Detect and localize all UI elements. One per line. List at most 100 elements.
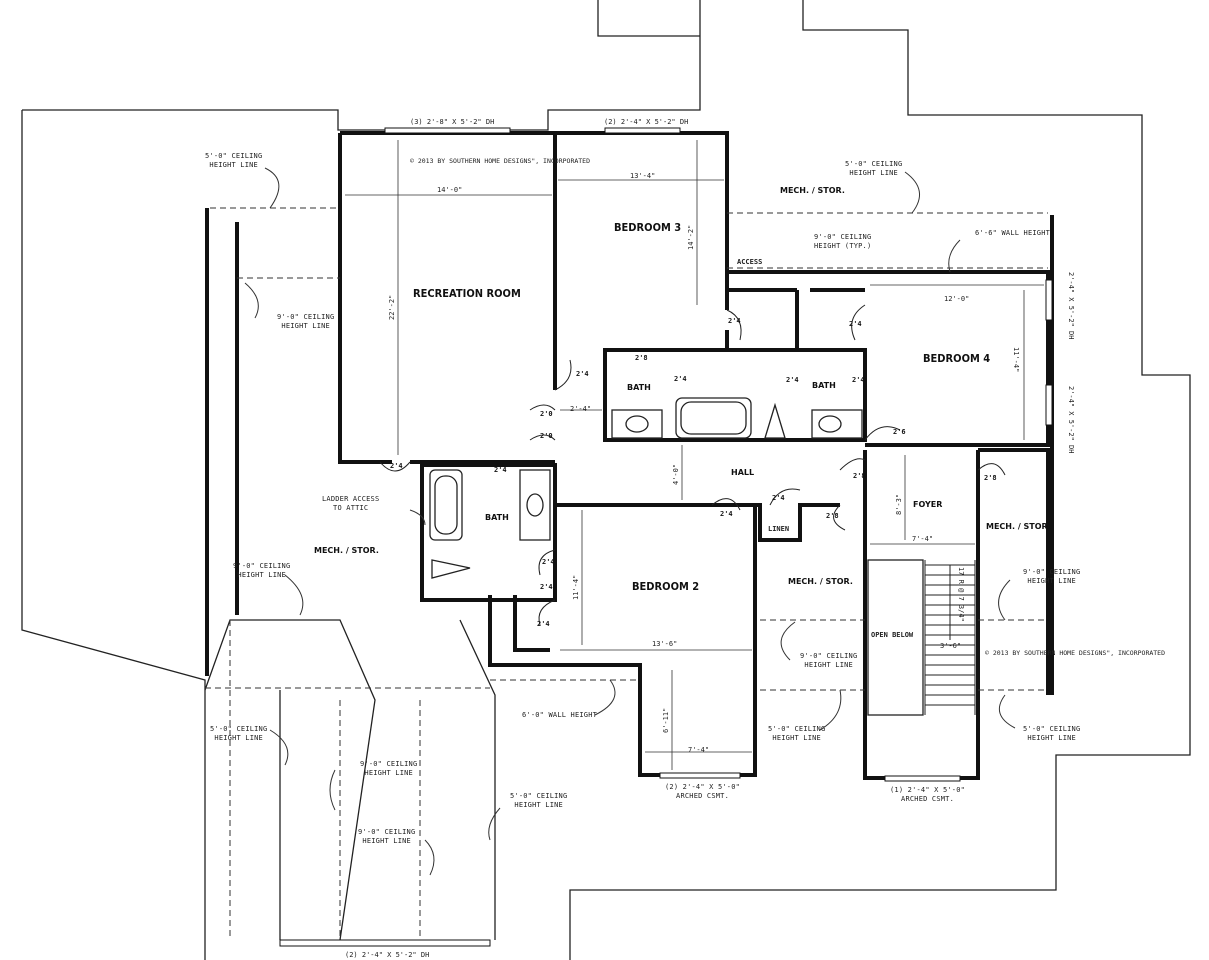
door-label-5: 2'0 bbox=[540, 410, 553, 418]
bed4-walls bbox=[865, 270, 1050, 447]
window-label-foyer: (1) 2'-4" X 5'-0" ARCHED CSMT. bbox=[890, 786, 966, 803]
leader-5 bbox=[284, 574, 304, 616]
door-label-6: 2'0 bbox=[540, 432, 553, 440]
leader-15 bbox=[424, 839, 435, 876]
toilet-lower bbox=[431, 559, 471, 579]
dim-label-stair-w: 3'-6" bbox=[940, 642, 962, 650]
dim-label-alcove-h: 6'-11" bbox=[662, 707, 670, 733]
room-bedroom-2: BEDROOM 2 bbox=[632, 580, 700, 593]
note-ceil5-br: 5'-0" CEILING HEIGHT LINE bbox=[1023, 725, 1081, 742]
dim-label-bed3-h: 14'-2" bbox=[687, 224, 695, 250]
window-label-rec: (3) 2'-8" X 5'-2" DH bbox=[410, 118, 495, 126]
toilet-center bbox=[764, 402, 786, 439]
dim-label-hall-h: 4'-0" bbox=[672, 463, 680, 485]
ceil-line-bottom bbox=[205, 679, 640, 689]
note-ceil5-mid: 5'-0" CEILING HEIGHT LINE bbox=[768, 725, 826, 742]
vanity-right bbox=[811, 409, 863, 439]
vanity-left bbox=[611, 409, 663, 439]
dim-label-foyer-w: 7'-4" bbox=[912, 535, 934, 543]
room-mech-left: MECH. / STOR. bbox=[314, 546, 379, 555]
room-hall: HALL bbox=[731, 468, 755, 477]
sink-right bbox=[818, 415, 842, 433]
leader-11 bbox=[819, 689, 842, 731]
door-swing-12 bbox=[769, 488, 801, 506]
door-label-4: 2'4 bbox=[849, 320, 862, 328]
dim-label-bath-w: 2'-4" bbox=[570, 405, 592, 413]
note-ceil5-topright: 5'-0" CEILING HEIGHT LINE bbox=[845, 160, 903, 177]
door-label-3: 2'4 bbox=[728, 317, 741, 325]
leader-7 bbox=[998, 579, 1011, 621]
door-swing-9 bbox=[977, 463, 1006, 476]
door-label-8: 2'4 bbox=[786, 376, 799, 384]
roof-hip-left bbox=[204, 619, 376, 941]
leader-1 bbox=[264, 167, 280, 209]
door-swing-4 bbox=[851, 304, 866, 341]
closet-walls bbox=[727, 270, 865, 350]
door-label-16: 2'8 bbox=[984, 474, 997, 482]
tub-left-bath bbox=[429, 469, 463, 541]
hall-walls bbox=[553, 465, 840, 542]
sink-left bbox=[625, 415, 649, 433]
dim-label-bed4-w: 12'-0" bbox=[944, 295, 970, 303]
dim-label-alcove-w: 7'-4" bbox=[688, 746, 710, 754]
window-foyer-bot bbox=[884, 775, 961, 782]
window-bed2-bot bbox=[659, 772, 741, 779]
note-wall6-top: 6'-6" WALL HEIGHT bbox=[975, 229, 1051, 237]
window-label-bed4-a: 2'-4" X 5'-2" DH bbox=[1067, 272, 1075, 340]
note-ceil5-bl: 5'-0" CEILING HEIGHT LINE bbox=[210, 725, 268, 742]
door-label-11: 2'4 bbox=[494, 466, 507, 474]
door-swing-10 bbox=[711, 498, 741, 511]
note-ceil9-typ: 9'-0" CEILING HEIGHT (TYP.) bbox=[814, 233, 872, 250]
leader-12 bbox=[998, 694, 1016, 729]
sink-lower bbox=[526, 493, 544, 517]
door-label-19: 2'4 bbox=[772, 494, 785, 502]
leader-4 bbox=[948, 239, 961, 273]
note-ceil9-bot1: 9'-0" CEILING HEIGHT LINE bbox=[360, 760, 418, 777]
vanity-lower bbox=[519, 469, 551, 541]
door-swing-8 bbox=[839, 458, 866, 471]
bed3-walls bbox=[555, 131, 729, 350]
door-label-17: 2'4 bbox=[720, 510, 733, 518]
note-ceil5-topleft: 5'-0" CEILING HEIGHT LINE bbox=[205, 152, 263, 169]
door-swing-6 bbox=[529, 434, 556, 441]
note-ceil9-left: 9'-0" CEILING HEIGHT LINE bbox=[277, 313, 335, 330]
door-label-14: 2'6 bbox=[893, 428, 906, 436]
door-swing-13 bbox=[538, 549, 556, 576]
window-rec-top bbox=[384, 127, 511, 134]
window-bed4-a bbox=[1045, 279, 1053, 321]
room-bath-b: BATH bbox=[812, 381, 836, 390]
room-mech-mid: MECH. / STOR. bbox=[788, 577, 853, 586]
room-mech-top: MECH. / STOR. bbox=[780, 186, 845, 195]
roof-outline bbox=[21, 0, 1191, 960]
room-bedroom-3: BEDROOM 3 bbox=[614, 221, 682, 234]
room-mech-right: MECH. / STOR. bbox=[986, 522, 1051, 531]
bath-block bbox=[603, 348, 867, 442]
door-label-2: 2'8 bbox=[635, 354, 648, 362]
door-swing-11 bbox=[833, 504, 846, 531]
dim-label-stair-r: 17 R @ 7 3/4" bbox=[957, 567, 965, 622]
door-swing-7 bbox=[864, 426, 901, 441]
dim-label-bed2-w: 13'-6" bbox=[652, 640, 678, 648]
door-swing-5 bbox=[529, 404, 556, 411]
dim-label-bed3-w: 13'-4" bbox=[630, 172, 656, 180]
tub-left-inner bbox=[434, 475, 458, 535]
note-ceil9-right: 9'-0" CEILING HEIGHT LINE bbox=[1023, 568, 1081, 585]
room-bath-a: BATH bbox=[627, 383, 651, 392]
window-label-bottom: (2) 2'-4" X 5'-2" DH bbox=[345, 951, 430, 959]
room-recreation: RECREATION ROOM bbox=[413, 287, 521, 300]
tub-center bbox=[675, 397, 752, 439]
door-swing-2 bbox=[554, 359, 572, 391]
window-bed3-top bbox=[604, 127, 681, 134]
leader-6 bbox=[409, 509, 426, 526]
window-bed4-b bbox=[1045, 384, 1053, 426]
leader-3 bbox=[244, 282, 259, 319]
note-ceil9-mechleft: 9'-0" CEILING HEIGHT LINE bbox=[233, 562, 291, 579]
bed2-inner bbox=[513, 595, 550, 652]
copyright-right: © 2013 BY SOUTHERN HOME DESIGNS", INCORP… bbox=[985, 649, 1166, 657]
door-swing-3 bbox=[726, 309, 742, 341]
dim-label-rec-h: 22'-2" bbox=[388, 294, 396, 320]
leader-9 bbox=[594, 679, 616, 716]
door-label-9: 2'4 bbox=[852, 376, 865, 384]
room-access: ACCESS bbox=[737, 258, 763, 266]
